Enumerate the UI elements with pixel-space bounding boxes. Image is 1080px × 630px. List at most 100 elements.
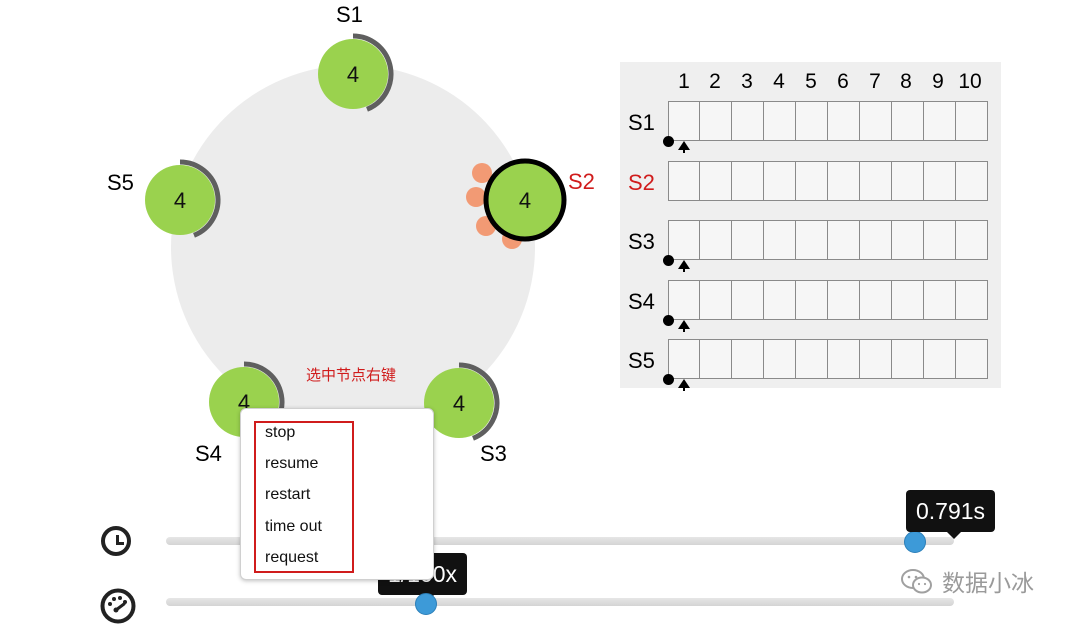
menu-item-time-out[interactable]: time out (265, 518, 322, 535)
log-cell[interactable] (859, 101, 892, 141)
time-slider-thumb[interactable] (903, 531, 926, 553)
log-cell[interactable] (859, 280, 892, 320)
log-index-5: 5 (805, 70, 817, 93)
watermark-text: 数据小冰 (942, 570, 1034, 596)
log-cell[interactable] (891, 220, 924, 260)
timeout-arc-s3 (458, 362, 500, 441)
log-cell[interactable] (859, 161, 892, 201)
log-index-10: 10 (958, 70, 982, 93)
clock-icon (101, 526, 131, 556)
log-cell[interactable] (955, 280, 988, 320)
log-cell[interactable] (827, 101, 860, 141)
log-cell[interactable] (763, 161, 796, 201)
log-cell[interactable] (859, 339, 892, 379)
log-cell[interactable] (763, 101, 796, 141)
log-cell[interactable] (731, 339, 764, 379)
log-cell[interactable] (923, 280, 956, 320)
log-cell[interactable] (795, 220, 828, 260)
log-cell[interactable] (699, 280, 732, 320)
node-label-s2: S2 (568, 169, 595, 194)
log-index-7: 7 (869, 70, 881, 93)
log-row-label-s5: S5 (628, 348, 655, 373)
log-cell[interactable] (923, 101, 956, 141)
node-term-s3: 4 (453, 391, 465, 416)
watermark: 数据小冰 (900, 566, 1034, 596)
log-cell[interactable] (763, 220, 796, 260)
log-cell[interactable] (795, 280, 828, 320)
log-cell[interactable] (955, 161, 988, 201)
log-cell[interactable] (731, 101, 764, 141)
log-cell[interactable] (827, 161, 860, 201)
menu-item-resume[interactable]: resume (265, 455, 319, 472)
log-cell[interactable] (731, 280, 764, 320)
log-row-label-s1: S1 (628, 110, 655, 135)
log-cell[interactable] (795, 339, 828, 379)
log-row-label-s2: S2 (628, 170, 655, 195)
log-cell[interactable] (668, 101, 700, 141)
log-cell[interactable] (668, 161, 700, 201)
log-index-4: 4 (773, 70, 785, 93)
log-cell[interactable] (763, 339, 796, 379)
menu-item-stop[interactable]: stop (265, 424, 296, 441)
log-cell[interactable] (891, 339, 924, 379)
log-cell[interactable] (699, 220, 732, 260)
time-slider-track[interactable] (166, 537, 954, 545)
log-cell[interactable] (955, 339, 988, 379)
log-cell[interactable] (955, 220, 988, 260)
wechat-icon (901, 569, 932, 594)
log-cell[interactable] (763, 280, 796, 320)
log-cell[interactable] (668, 280, 700, 320)
log-row-label-s3: S3 (628, 229, 655, 254)
log-cell[interactable] (827, 339, 860, 379)
log-cell[interactable] (699, 339, 732, 379)
log-row-s5[interactable] (668, 339, 988, 379)
log-cell[interactable] (668, 339, 700, 379)
commit-index-dot (663, 374, 674, 385)
message-bubble (466, 187, 486, 207)
node-s5 (145, 165, 215, 235)
menu-item-restart[interactable]: restart (265, 486, 311, 503)
log-cell[interactable] (827, 220, 860, 260)
menu-item-request[interactable]: request (265, 549, 319, 566)
menu-highlight-box (254, 421, 354, 573)
speed-slider-thumb[interactable] (415, 593, 438, 615)
log-cell[interactable] (731, 161, 764, 201)
match-index-arrow-icon (678, 260, 690, 272)
log-cell[interactable] (891, 280, 924, 320)
log-cell[interactable] (795, 101, 828, 141)
log-row-s2[interactable] (668, 161, 988, 201)
match-index-arrow-icon (678, 320, 690, 332)
match-index-arrow-icon (678, 141, 690, 153)
log-cell[interactable] (923, 161, 956, 201)
log-cell[interactable] (923, 339, 956, 379)
log-cell[interactable] (955, 101, 988, 141)
log-cell[interactable] (923, 220, 956, 260)
node-s2 (483, 158, 567, 242)
log-cell[interactable] (891, 101, 924, 141)
commit-index-dot (663, 255, 674, 266)
speed-slider-track[interactable] (166, 598, 954, 606)
log-cell[interactable] (699, 161, 732, 201)
node-label-s3: S3 (480, 441, 507, 466)
log-row-s1[interactable] (668, 101, 988, 141)
log-cell[interactable] (827, 280, 860, 320)
log-cell[interactable] (795, 161, 828, 201)
commit-index-dot (663, 136, 674, 147)
log-row-s4[interactable] (668, 280, 988, 320)
log-cell[interactable] (891, 161, 924, 201)
node-label-s1: S1 (336, 2, 363, 27)
log-cell[interactable] (699, 101, 732, 141)
node-label-s5: S5 (107, 170, 134, 195)
time-tooltip-arrow (947, 532, 961, 539)
speedometer-icon (100, 588, 136, 624)
commit-index-dot (663, 315, 674, 326)
time-value-tooltip: 0.791s (906, 490, 996, 532)
node-s1 (318, 39, 388, 109)
log-cell[interactable] (731, 220, 764, 260)
log-cell[interactable] (859, 220, 892, 260)
log-cell[interactable] (668, 220, 700, 260)
annotation-hint: 选中节点右键 (306, 367, 397, 384)
log-index-1: 1 (678, 70, 690, 93)
log-row-s3[interactable] (668, 220, 988, 260)
